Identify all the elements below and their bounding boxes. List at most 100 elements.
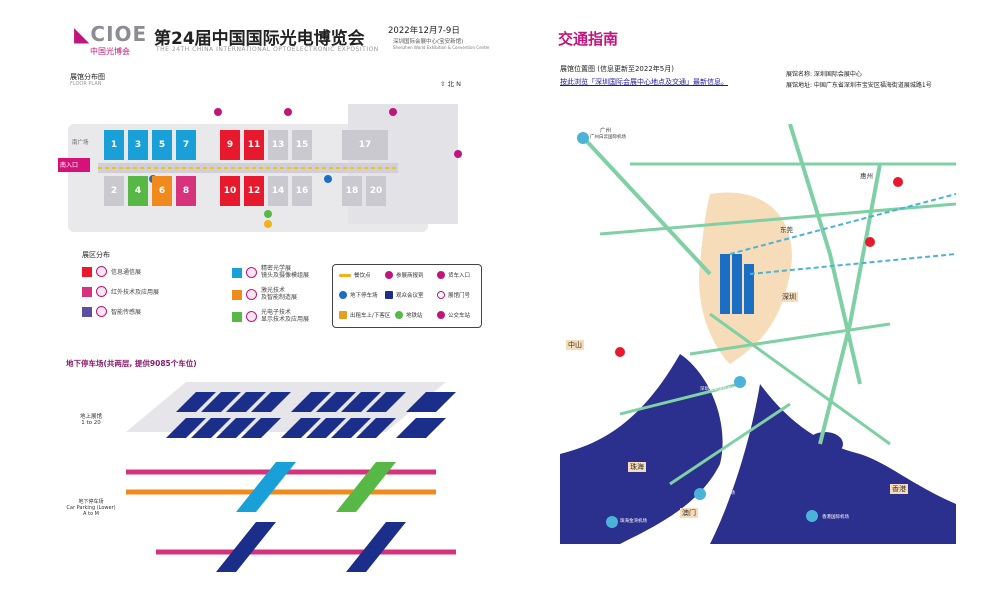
venue-address: 展馆地址: 中国广东省深圳市宝安区福海街道展城路1号 <box>786 82 932 89</box>
upper-level-plate <box>126 382 446 432</box>
hall-gate-icon <box>437 291 445 299</box>
venue-marker[interactable] <box>744 264 754 314</box>
hall-10-label: 10 <box>223 186 237 196</box>
hall-11-label: 11 <box>247 140 261 150</box>
symbol-label: 展馆门号 <box>448 293 471 299</box>
hall-9[interactable]: 9 <box>220 130 240 160</box>
highway <box>788 123 862 385</box>
venue-marker[interactable] <box>720 254 730 314</box>
city-marker-icon <box>865 237 875 247</box>
airport-icon[interactable] <box>694 488 706 500</box>
highway <box>578 132 712 276</box>
venue-name: 展馆名称: 深圳国际会展中心 <box>786 71 862 78</box>
place-guangzhou-airport: 广州白云国际机场 <box>590 135 626 140</box>
parking-block <box>226 392 266 412</box>
hall-12-label: 12 <box>247 186 261 196</box>
hall-20[interactable]: 20 <box>366 176 386 206</box>
highway <box>689 322 891 356</box>
legend-title: 展区分布 <box>82 251 110 259</box>
symbol-label: 公交车站 <box>448 313 471 319</box>
hall-15-label: 15 <box>295 140 309 150</box>
parking-level-label: 地下停车场 <box>78 499 104 505</box>
parking-block <box>331 418 371 438</box>
place-macau: 澳门 <box>680 508 698 518</box>
hall-8[interactable]: 8 <box>176 176 196 206</box>
hall-18[interactable]: 18 <box>342 176 362 206</box>
expo-title: 第24届中国国际光电博览会 <box>154 29 365 49</box>
place-guangzhou: 广州 <box>600 128 612 134</box>
hall-7[interactable]: 7 <box>176 130 196 160</box>
logo-sub-text: 中国光博会 <box>90 47 130 56</box>
hall-16[interactable]: 16 <box>292 176 312 206</box>
hall-13[interactable]: 13 <box>268 130 288 160</box>
symbol-meeting-room: 观众会议室 <box>385 291 424 299</box>
logo-mark-text: CIOE <box>90 22 148 46</box>
parking-level-label: 地上展馆 <box>79 414 102 420</box>
venue-marker[interactable] <box>732 254 742 314</box>
place-zhuhai: 珠海 <box>628 462 646 472</box>
symbol-dining: 餐饮点 <box>339 271 371 279</box>
parking-level-sub: Car Parking (Lower) <box>66 505 116 511</box>
hall-5-label: 5 <box>158 140 166 150</box>
hall-10[interactable]: 10 <box>220 176 240 206</box>
legend-label: 精密光学展 镜头及摄像模组展 <box>261 265 310 279</box>
hall-1[interactable]: 1 <box>104 130 124 160</box>
parking-block <box>396 418 446 438</box>
floor-plan-title-en: FLOOR PLAN <box>70 81 102 87</box>
traffic-guide: 交通指南 展馆位置图 (信息更新至2022年5月) 按此浏览「深圳国际会展中心地… <box>552 6 964 592</box>
legend-exhibit-icon <box>96 286 107 297</box>
north-indicator: ⇧ 北 N <box>440 78 461 88</box>
parking-block <box>191 418 231 438</box>
legend-item-infrared: 红外技术及应用展 <box>82 286 159 297</box>
venue-traffic-link[interactable]: 按此浏览「深圳国际会展中心地点及交通」最新信息。 <box>560 78 728 86</box>
hall-17[interactable]: 17 <box>342 130 388 160</box>
hall-11[interactable]: 11 <box>244 130 264 160</box>
hall-15[interactable]: 15 <box>292 130 312 160</box>
hall-2[interactable]: 2 <box>104 176 124 206</box>
symbol-label: 观众会议室 <box>396 293 424 299</box>
parking-block <box>216 418 256 438</box>
parking-level-upper: 地上展馆 1 to 20 <box>66 412 116 426</box>
airport-icon[interactable] <box>606 516 618 528</box>
symbol-truck-entrance: 货车入口 <box>437 271 470 279</box>
bridge <box>669 402 791 486</box>
hall-5[interactable]: 5 <box>152 130 172 160</box>
place-shenzhen: 深圳 <box>780 292 798 302</box>
parking-icon <box>339 291 347 299</box>
parking-block <box>356 418 396 438</box>
metro-station-icon <box>264 210 272 218</box>
parking-block <box>341 392 381 412</box>
symbol-label: 地下停车场 <box>350 293 378 299</box>
sea-south <box>710 384 956 544</box>
hall-4[interactable]: 4 <box>128 176 148 206</box>
symbol-label: 餐饮点 <box>354 273 371 279</box>
traffic-title: 交通指南 <box>558 30 619 48</box>
airport-icon[interactable] <box>806 510 818 522</box>
parking-zone <box>236 462 296 512</box>
expo-subtitle: THE 24TH CHINA INTERNATIONAL OPTOELECTRO… <box>156 46 379 53</box>
symbol-label: 参展商报到 <box>396 273 424 279</box>
legend-swatch <box>232 311 242 322</box>
airport-icon[interactable] <box>734 376 746 388</box>
legend-swatch <box>232 289 242 300</box>
hall-3[interactable]: 3 <box>128 130 148 160</box>
hall-14[interactable]: 14 <box>268 176 288 206</box>
place-zhongshan: 中山 <box>566 340 584 350</box>
bay <box>807 432 843 456</box>
legend-exhibit-icon <box>246 311 257 323</box>
metro-icon <box>395 311 403 319</box>
region-map: 广州 东莞 惠州 深圳 中山 珠海 澳门 香港 深圳宝安国际机场 广州白云国际机… <box>560 123 957 544</box>
parking-level-lower: 地下停车场 Car Parking (Lower) A to M <box>66 498 116 517</box>
hall-17-label: 17 <box>358 140 372 150</box>
hall-12[interactable]: 12 <box>244 176 264 206</box>
legend-label: 智能传感展 <box>111 309 142 316</box>
parking-zone <box>346 522 406 572</box>
legend-item-sensing: 智能传感展 <box>82 306 141 317</box>
airport-icon[interactable] <box>577 132 589 144</box>
legend-exhibit-icon <box>246 289 257 301</box>
parking-block <box>281 418 321 438</box>
hall-16-label: 16 <box>295 186 309 196</box>
hall-6[interactable]: 6 <box>152 176 172 206</box>
legend-area: 展区分布 信息通信展 红外技术及应用展 智能传感展 精密光学展 镜头及摄像模组展 <box>82 244 482 334</box>
